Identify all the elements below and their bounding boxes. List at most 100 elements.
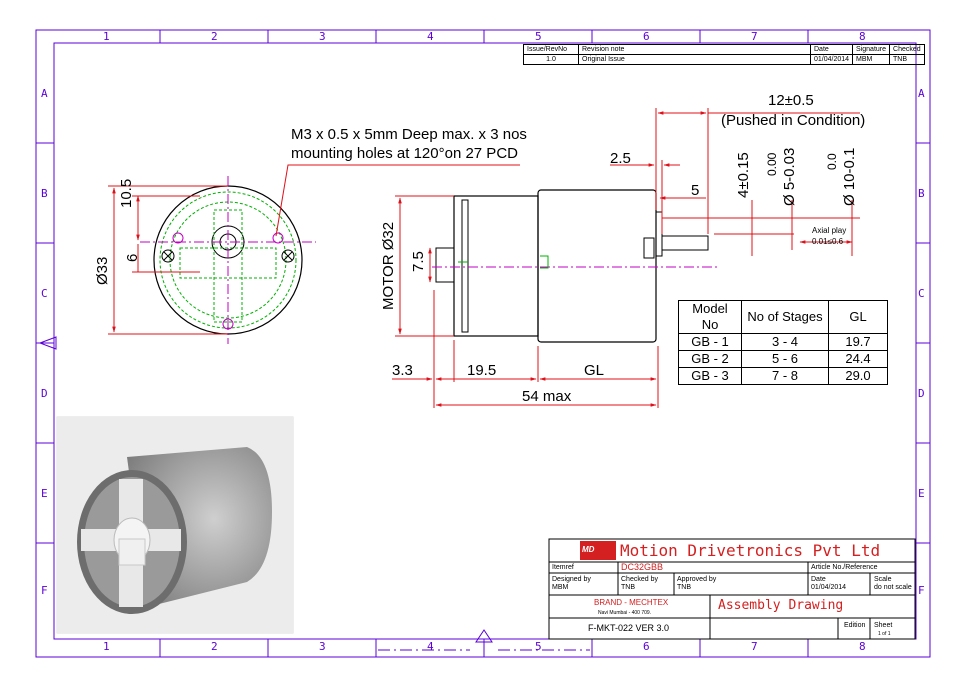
- axial-play-label: Axial play: [812, 226, 847, 235]
- designed-value: MBM: [552, 584, 569, 591]
- itemref-label: Itemref: [552, 564, 574, 571]
- zone-row-e: E: [41, 487, 48, 500]
- rev-issue: 1.0: [523, 54, 579, 65]
- zone-col-5: 5: [535, 30, 542, 43]
- mounting-note-line2: mounting holes at 120°on 27 PCD: [291, 145, 518, 162]
- dim-phi10-tolerance: 0.0: [825, 153, 839, 170]
- zone-col-bottom-4: 4: [427, 640, 434, 653]
- zone-ticks: [36, 30, 930, 657]
- date-value: 01/04/2014: [811, 584, 847, 591]
- dim-gl: GL: [584, 362, 605, 379]
- designed-label: Designed by: [552, 576, 591, 583]
- dim-phi5: Ø 5-0.03: [781, 147, 798, 206]
- approved-value: TNB: [677, 584, 691, 591]
- dim-5: 5: [691, 182, 700, 199]
- article-label: Article No./Reference: [811, 564, 878, 571]
- title-block-frame: [548, 538, 916, 640]
- scale-label: Scale: [874, 576, 892, 583]
- zone-row-d: D: [41, 387, 48, 400]
- rev-note: Original Issue: [578, 54, 811, 65]
- gl-row-2-gl: 24.4: [828, 350, 888, 368]
- zone-col-bottom-5: 5: [535, 640, 542, 653]
- gl-header-gl: GL: [828, 300, 888, 334]
- sheet-value: 1 of 1: [878, 631, 891, 637]
- brand-line2: Navi Mumbai - 400 709.: [598, 610, 652, 616]
- zone-col-bottom-7: 7: [751, 640, 758, 653]
- zone-row-right-b: B: [918, 187, 925, 200]
- inner-frame: [53, 42, 917, 640]
- side-view: [392, 108, 860, 408]
- rev-header-date: Date: [809, 44, 854, 55]
- gl-row-1-gl: 19.7: [828, 333, 888, 351]
- gl-table: Model No No of Stages GL GB - 1 3 - 4 19…: [678, 300, 888, 385]
- zone-col-3: 3: [319, 30, 326, 43]
- center-mark-bottom: [475, 629, 493, 643]
- approved-label: Approved by: [677, 576, 717, 583]
- drawing-type: Assembly Drawing: [718, 598, 844, 613]
- zone-row-c: C: [41, 287, 48, 300]
- zone-col-bottom-1: 1: [103, 640, 110, 653]
- itemref-value: DC32GBB: [621, 562, 664, 572]
- gl-row-3-model: GB - 3: [678, 367, 742, 385]
- dim-6: 6: [124, 253, 141, 262]
- checked-label: Checked by: [621, 576, 658, 583]
- dim-7-5: 7.5: [410, 251, 427, 272]
- gl-row-1-stages: 3 - 4: [741, 333, 829, 351]
- gl-header-stages: No of Stages: [741, 300, 829, 334]
- zone-row-f: F: [41, 584, 48, 597]
- mounting-note-line1: M3 x 0.5 x 5mm Deep max. x 3 nos: [291, 126, 527, 143]
- dim-motor-phi32: MOTOR Ø32: [380, 221, 397, 310]
- rev-date: 01/04/2014: [809, 54, 854, 65]
- logo-text: MD: [582, 545, 595, 554]
- dim-12: 12±0.5: [768, 92, 814, 109]
- zone-row-right-e: E: [918, 487, 925, 500]
- gl-row-1-model: GB - 1: [678, 333, 742, 351]
- form-number: F-MKT-022 VER 3.0: [588, 623, 670, 633]
- gl-row-2-stages: 5 - 6: [741, 350, 829, 368]
- gl-row-2-model: GB - 2: [678, 350, 742, 368]
- dim-pushed-condition: (Pushed in Condition): [721, 112, 866, 129]
- motor-photo-illustration: [57, 417, 293, 633]
- zone-col-2: 2: [211, 30, 218, 43]
- gl-header-model: Model No: [678, 300, 742, 334]
- zone-col-8: 8: [859, 30, 866, 43]
- zone-col-bottom-2: 2: [211, 640, 218, 653]
- edition-label: Edition: [844, 622, 866, 629]
- zone-row-right-c: C: [918, 287, 925, 300]
- front-view: [108, 164, 520, 344]
- dim-2-5: 2.5: [610, 150, 631, 167]
- rev-signature: MBM: [852, 54, 891, 65]
- zone-row-right-f: F: [918, 584, 925, 597]
- rev-header-signature: Signature: [852, 44, 891, 55]
- rev-header-checked: Checked: [889, 44, 925, 55]
- dim-54-max: 54 max: [522, 388, 572, 405]
- company-name: Motion Drivetronics Pvt Ltd: [620, 541, 881, 560]
- rev-header-note: Revision note: [578, 44, 811, 55]
- revision-table: Issue/RevNo Revision note Date Signature…: [523, 44, 925, 65]
- gl-row-3-stages: 7 - 8: [741, 367, 829, 385]
- product-photo: [57, 417, 293, 633]
- brand-line1: BRAND - MECHTEX: [594, 598, 669, 607]
- center-mark-left: [38, 336, 57, 350]
- axial-play-value: 0.01≤0.6: [812, 237, 844, 246]
- sheet-label: Sheet: [874, 622, 893, 629]
- dim-10-5: 10.5: [118, 178, 135, 208]
- dim-4: 4±0.15: [735, 152, 752, 198]
- zone-row-right-a: A: [918, 87, 925, 100]
- zone-col-bottom-8: 8: [859, 640, 866, 653]
- rev-header-issue: Issue/RevNo: [523, 44, 579, 55]
- checked-value: TNB: [621, 584, 635, 591]
- zone-row-b: B: [41, 187, 48, 200]
- zone-col-bottom-6: 6: [643, 640, 650, 653]
- dim-3-3: 3.3: [392, 362, 413, 379]
- dim-phi33: Ø33: [94, 256, 111, 285]
- zone-row-right-d: D: [918, 387, 925, 400]
- company-logo-block: [580, 541, 616, 560]
- zone-col-bottom-3: 3: [319, 640, 326, 653]
- zone-col-7: 7: [751, 30, 758, 43]
- zone-col-4: 4: [427, 30, 434, 43]
- rev-checked: TNB: [889, 54, 925, 65]
- gl-row-3-gl: 29.0: [828, 367, 888, 385]
- dim-19-5: 19.5: [467, 362, 497, 379]
- dim-phi5-tolerance: 0.00: [765, 152, 779, 176]
